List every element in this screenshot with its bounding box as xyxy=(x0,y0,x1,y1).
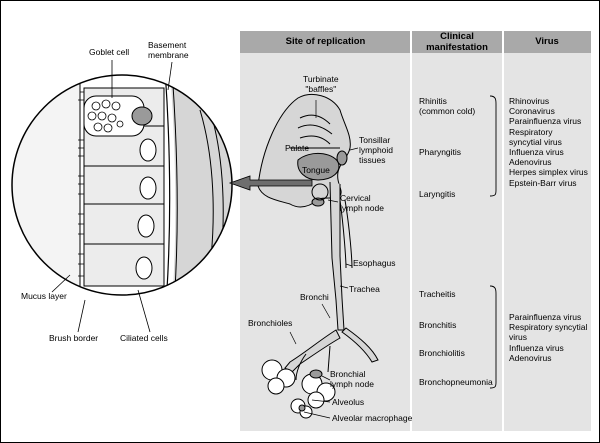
label-brush-border: Brush border xyxy=(49,333,98,343)
label-line: Cervical xyxy=(340,193,384,203)
label-palate: Palate xyxy=(285,143,309,153)
virus-item: Herpes simplex virus xyxy=(509,167,588,177)
label-line: membrane xyxy=(148,50,189,60)
manifestation-pharyngitis: Pharyngitis xyxy=(419,147,461,157)
label-trachea: Trachea xyxy=(349,284,380,294)
virus-item: Parainfluenza virus xyxy=(509,312,587,322)
label-line: tissues xyxy=(359,155,393,165)
label-line: lymph node xyxy=(330,379,374,389)
virus-item: Epstein-Barr virus xyxy=(509,178,588,188)
header-clinical-line: Clinical xyxy=(411,31,503,42)
virus-item: Coronavirus xyxy=(509,106,588,116)
label-mucus-layer: Mucus layer xyxy=(21,291,67,301)
virus-item: Adenovirus xyxy=(509,157,588,167)
virus-item: syncytial virus xyxy=(509,137,588,147)
upper-virus-list: Rhinovirus Coronavirus Parainfluenza vir… xyxy=(509,96,588,188)
label-line: Basement xyxy=(148,40,189,50)
header-site: Site of replication xyxy=(240,36,411,47)
virus-item: Rhinovirus xyxy=(509,96,588,106)
label-goblet-cell: Goblet cell xyxy=(89,47,129,57)
header-clinical: Clinical manifestation xyxy=(411,31,503,53)
label-line: Tonsillar xyxy=(359,135,393,145)
label-bronchi: Bronchi xyxy=(300,292,329,302)
manifestation-laryngitis: Laryngitis xyxy=(419,189,455,199)
manifestation-tracheitis: Tracheitis xyxy=(419,289,456,299)
label-line: Turbinate xyxy=(303,74,339,84)
label-line: Bronchial xyxy=(330,369,374,379)
label-tongue: Tongue xyxy=(302,165,330,175)
virus-item: Influenza virus xyxy=(509,147,588,157)
manifestation-line: Rhinitis xyxy=(419,96,475,106)
virus-item: Adenovirus xyxy=(509,353,587,363)
header-clinical-line: manifestation xyxy=(411,42,503,53)
label-line: lymph node xyxy=(340,203,384,213)
virus-item: virus xyxy=(509,332,587,342)
virus-item: Respiratory xyxy=(509,127,588,137)
manifestation-bronchitis: Bronchitis xyxy=(419,320,456,330)
label-esophagus: Esophagus xyxy=(353,258,396,268)
label-bronchioles: Bronchioles xyxy=(248,318,292,328)
label-cervical-lymph-node: Cervical lymph node xyxy=(340,193,384,213)
label-line: lymphoid xyxy=(359,145,393,155)
header-virus: Virus xyxy=(503,36,591,47)
manifestation-bronchopneumonia: Bronchopneumonia xyxy=(419,377,493,387)
manifestation-rhinitis: Rhinitis (common cold) xyxy=(419,96,475,116)
label-tonsillar: Tonsillar lymphoid tissues xyxy=(359,135,393,166)
label-alveolar-macrophage: Alveolar macrophage xyxy=(332,413,412,423)
label-alveolus: Alveolus xyxy=(332,397,364,407)
lower-virus-list: Parainfluenza virus Respiratory syncytia… xyxy=(509,312,587,363)
label-bronchial-lymph-node: Bronchial lymph node xyxy=(330,369,374,389)
virus-item: Parainfluenza virus xyxy=(509,116,588,126)
label-ciliated-cells: Ciliated cells xyxy=(120,333,168,343)
epithelium-magnification xyxy=(10,70,240,305)
virus-item: Influenza virus xyxy=(509,343,587,353)
label-turbinate: Turbinate "baffles" xyxy=(303,74,339,94)
virus-item: Respiratory syncytial xyxy=(509,322,587,332)
manifestation-line: (common cold) xyxy=(419,106,475,116)
manifestation-bronchiolitis: Bronchiolitis xyxy=(419,348,465,358)
label-line: "baffles" xyxy=(303,84,339,94)
label-basement-membrane: Basement membrane xyxy=(148,40,189,60)
